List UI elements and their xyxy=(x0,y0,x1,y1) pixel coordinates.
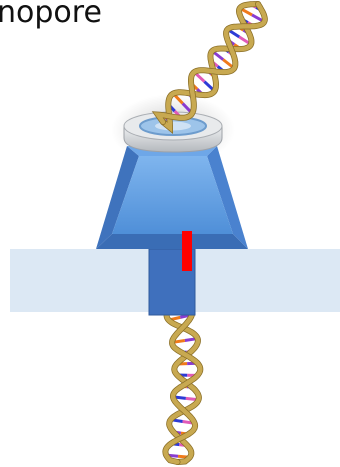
pore-bottom-face xyxy=(96,234,248,249)
protein-pore xyxy=(96,146,248,249)
title-text: nopore xyxy=(0,0,102,30)
red-marker xyxy=(182,231,192,271)
dna-strand-lower xyxy=(165,300,200,462)
